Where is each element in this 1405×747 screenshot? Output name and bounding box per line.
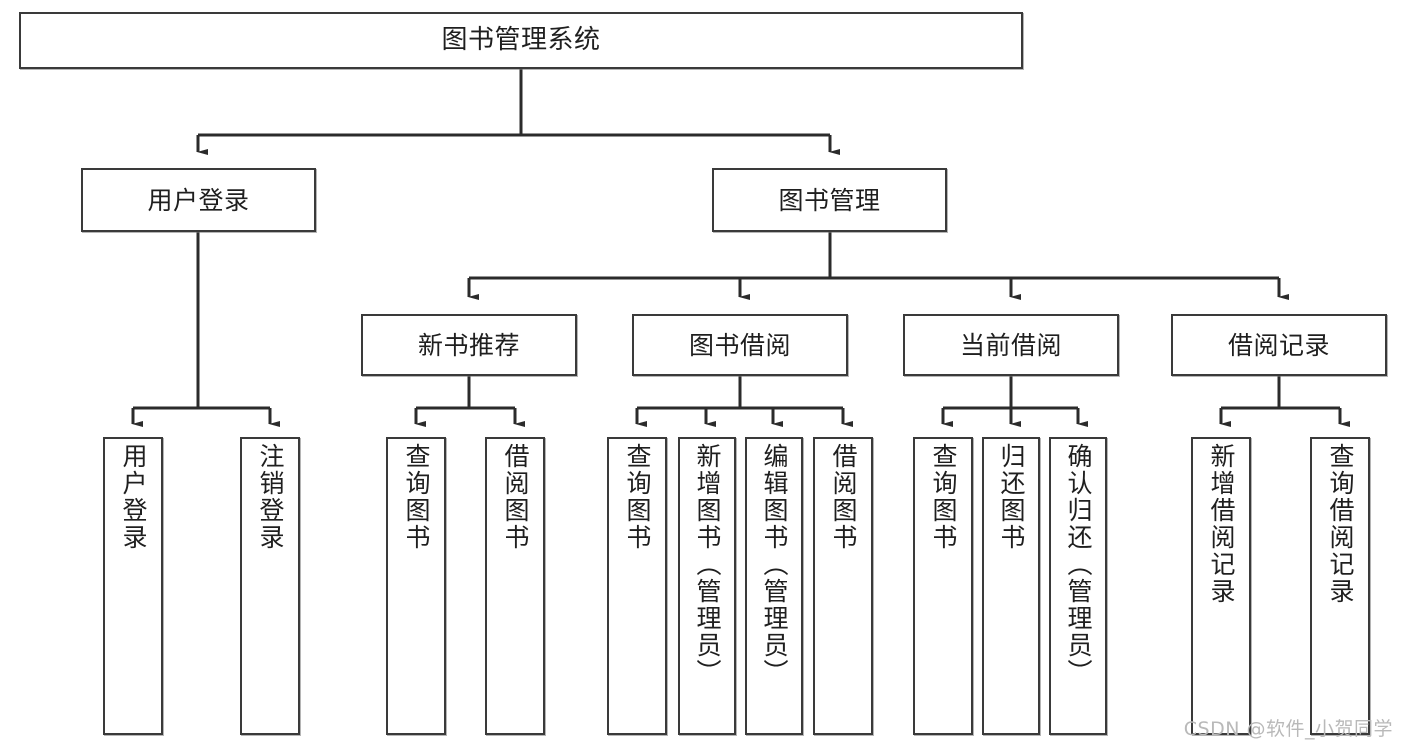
node-leaf-user-login[interactable]: 用户登录 (103, 437, 163, 735)
node-leaf-currentborrow-confirm-return-admin[interactable]: 确认归还（管理员） (1049, 437, 1107, 735)
node-leaf-bookborrow-borrow-book[interactable]: 借阅图书 (813, 437, 873, 735)
node-label: 用户登录 (119, 443, 148, 551)
node-label: 查询图书 (929, 443, 958, 551)
node-leaf-currentborrow-return-book[interactable]: 归还图书 (982, 437, 1040, 735)
node-label: 查询图书 (623, 443, 652, 551)
node-borrow-record[interactable]: 借阅记录 (1171, 314, 1387, 376)
node-label: 新书推荐 (417, 330, 520, 360)
node-label: 归还图书 (997, 443, 1026, 551)
node-label: 注销登录 (256, 443, 285, 551)
node-root-book-management-system[interactable]: 图书管理系统 (19, 12, 1023, 69)
csdn-watermark: CSDN @软件_小贺同学 (1183, 718, 1393, 740)
node-label: 借阅图书 (829, 443, 858, 551)
node-leaf-newbook-borrow-book[interactable]: 借阅图书 (485, 437, 545, 735)
node-label: 新增借阅记录 (1207, 443, 1236, 605)
node-label: 图书管理 (778, 185, 881, 215)
node-label: 图书借阅 (688, 330, 791, 360)
node-leaf-newbook-query-book[interactable]: 查询图书 (386, 437, 446, 735)
node-user-login[interactable]: 用户登录 (81, 168, 316, 232)
node-leaf-currentborrow-query-book[interactable]: 查询图书 (913, 437, 973, 735)
node-leaf-bookborrow-add-book-admin[interactable]: 新增图书（管理员） (678, 437, 736, 735)
node-label: 图书管理系统 (441, 25, 601, 56)
node-current-borrow[interactable]: 当前借阅 (903, 314, 1119, 376)
node-leaf-logout[interactable]: 注销登录 (240, 437, 300, 735)
node-label: 查询图书 (402, 443, 431, 551)
node-label: 当前借阅 (959, 330, 1062, 360)
node-book-management[interactable]: 图书管理 (712, 168, 947, 232)
node-label: 借阅图书 (501, 443, 530, 551)
node-leaf-bookborrow-edit-book-admin[interactable]: 编辑图书（管理员） (745, 437, 803, 735)
node-book-borrow[interactable]: 图书借阅 (632, 314, 848, 376)
node-label: 查询借阅记录 (1326, 443, 1355, 605)
node-label: 用户登录 (147, 185, 250, 215)
node-label: 借阅记录 (1227, 330, 1330, 360)
node-label: 编辑图书（管理员） (760, 443, 789, 686)
node-leaf-borrowrecord-query-record[interactable]: 查询借阅记录 (1310, 437, 1370, 735)
node-label: 新增图书（管理员） (693, 443, 722, 686)
node-leaf-bookborrow-query-book[interactable]: 查询图书 (607, 437, 667, 735)
node-label: 确认归还（管理员） (1064, 443, 1093, 686)
node-new-book-recommend[interactable]: 新书推荐 (361, 314, 577, 376)
node-leaf-borrowrecord-add-record[interactable]: 新增借阅记录 (1191, 437, 1251, 735)
